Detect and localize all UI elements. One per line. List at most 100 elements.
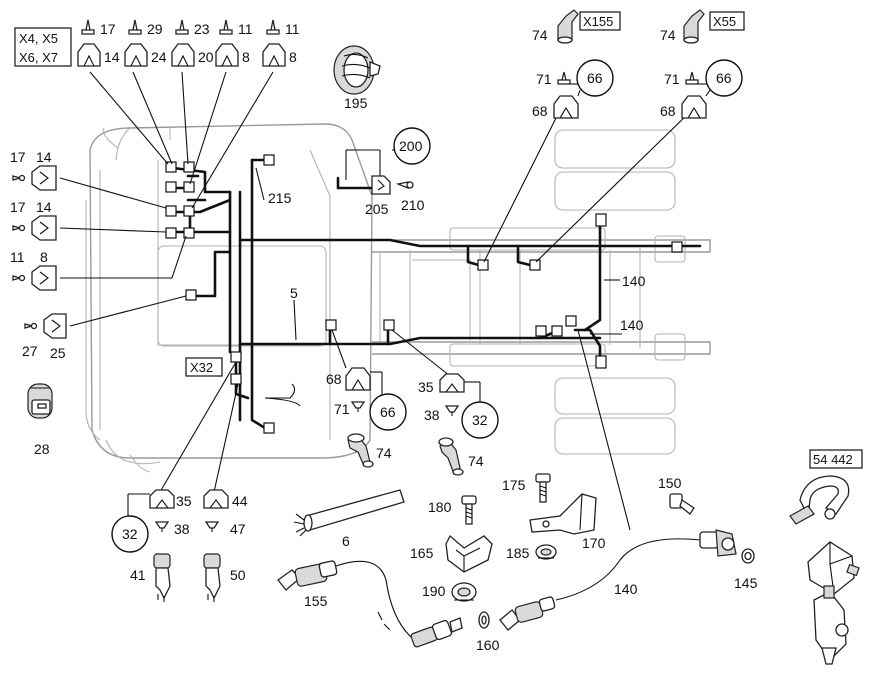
x155-label: X155 xyxy=(583,14,613,29)
leader-lines xyxy=(59,71,693,531)
kit-54442-label-box xyxy=(809,449,863,469)
connector-housing-icon xyxy=(31,165,57,191)
left-label-17b: 17 xyxy=(10,199,26,215)
callout-circle-32b xyxy=(111,515,149,553)
pin-icon xyxy=(444,405,460,416)
x4-x7-label-box xyxy=(14,27,72,67)
label-71c: 71 xyxy=(334,401,350,417)
top-label-14: 14 xyxy=(104,49,120,65)
connector-housing-icon xyxy=(31,265,57,291)
connector-housing-icon xyxy=(553,95,579,119)
label-195: 195 xyxy=(344,95,368,111)
top-label-23: 23 xyxy=(194,21,210,37)
connector-housing-icon xyxy=(149,489,175,509)
connector-housing-icon xyxy=(215,43,239,67)
label-140-cable: 140 xyxy=(614,581,638,597)
connector-205 xyxy=(336,175,391,195)
vehicle-outline xyxy=(85,123,711,473)
label-32b: 32 xyxy=(122,526,138,542)
label-190: 190 xyxy=(422,583,446,599)
left-label-8: 8 xyxy=(40,249,48,265)
connector-square xyxy=(535,325,547,337)
label-175: 175 xyxy=(502,477,526,493)
pin-icon xyxy=(557,71,571,85)
callout-circle-66a xyxy=(576,59,614,97)
sensor-cable-140 xyxy=(499,529,737,631)
harness-connectors xyxy=(165,154,683,434)
grommet-190 xyxy=(451,582,477,602)
top-label-11b: 11 xyxy=(285,21,300,37)
left-label-17a: 17 xyxy=(10,149,26,165)
label-6: 6 xyxy=(342,533,350,549)
label-38b: 38 xyxy=(174,521,190,537)
connector-square xyxy=(263,422,275,434)
label-66c: 66 xyxy=(380,404,396,420)
label-68b: 68 xyxy=(660,103,676,119)
pin-icon xyxy=(219,19,233,35)
connector-housing-icon xyxy=(681,95,707,119)
pin-icon xyxy=(350,401,366,412)
label-160: 160 xyxy=(476,637,500,653)
connector-74-mid xyxy=(347,433,374,468)
washer-160 xyxy=(478,611,490,629)
connector-74-x55 xyxy=(683,9,705,44)
top-label-11a: 11 xyxy=(238,21,253,37)
connector-square xyxy=(183,205,195,217)
label-180: 180 xyxy=(428,499,452,515)
bolt-180 xyxy=(461,495,477,525)
connector-housing-icon xyxy=(439,373,465,393)
connector-41 xyxy=(153,553,171,602)
label-74d: 74 xyxy=(468,453,484,469)
label-35a: 35 xyxy=(418,379,434,395)
connector-50 xyxy=(203,553,221,602)
label-66a: 66 xyxy=(587,70,603,86)
connector-square xyxy=(477,259,489,271)
pin-icon xyxy=(128,19,142,35)
x4-x5-label: X4, X5 xyxy=(19,31,58,46)
label-68c: 68 xyxy=(326,371,342,387)
label-140-upper: 140 xyxy=(622,273,646,289)
label-200: 200 xyxy=(399,138,423,154)
label-71b: 71 xyxy=(664,71,680,87)
sensor-cable-155 xyxy=(277,560,463,648)
label-165: 165 xyxy=(410,545,434,561)
callout-circle-32a xyxy=(461,401,499,439)
relay-socket-28 xyxy=(27,383,53,419)
connector-housing-icon xyxy=(171,43,195,67)
connector-housing-icon xyxy=(77,43,101,67)
label-41: 41 xyxy=(130,567,146,583)
top-label-8b: 8 xyxy=(289,49,297,65)
connector-square xyxy=(671,241,683,253)
x32-label-box xyxy=(185,357,223,377)
connector-square xyxy=(165,205,177,217)
pin-icon xyxy=(24,322,38,330)
label-47: 47 xyxy=(230,521,246,537)
connector-square xyxy=(183,181,195,193)
left-label-27: 27 xyxy=(22,343,38,359)
x6-x7-label: X6, X7 xyxy=(19,50,58,65)
pin-icon xyxy=(12,174,26,182)
left-label-11: 11 xyxy=(10,249,25,265)
label-215: 215 xyxy=(268,190,292,206)
clip-165 xyxy=(445,534,493,573)
pin-icon xyxy=(685,71,699,85)
connector-housing-icon xyxy=(124,43,148,67)
connector-square xyxy=(263,154,275,166)
connector-housing-icon xyxy=(262,43,286,67)
label-44: 44 xyxy=(232,493,248,509)
connector-square xyxy=(383,319,395,331)
label-38a: 38 xyxy=(424,407,440,423)
connector-square xyxy=(183,227,195,239)
label-5: 5 xyxy=(290,285,298,301)
pin-icon xyxy=(266,19,280,35)
pin-icon xyxy=(12,274,26,282)
connector-74-right xyxy=(438,437,464,476)
pin-icon xyxy=(12,224,26,232)
connector-square xyxy=(165,227,177,239)
pin-icon xyxy=(81,19,95,35)
label-50: 50 xyxy=(230,567,246,583)
label-74c: 74 xyxy=(376,445,392,461)
label-145: 145 xyxy=(734,575,758,591)
label-205: 205 xyxy=(365,201,389,217)
x32-label: X32 xyxy=(190,360,213,375)
